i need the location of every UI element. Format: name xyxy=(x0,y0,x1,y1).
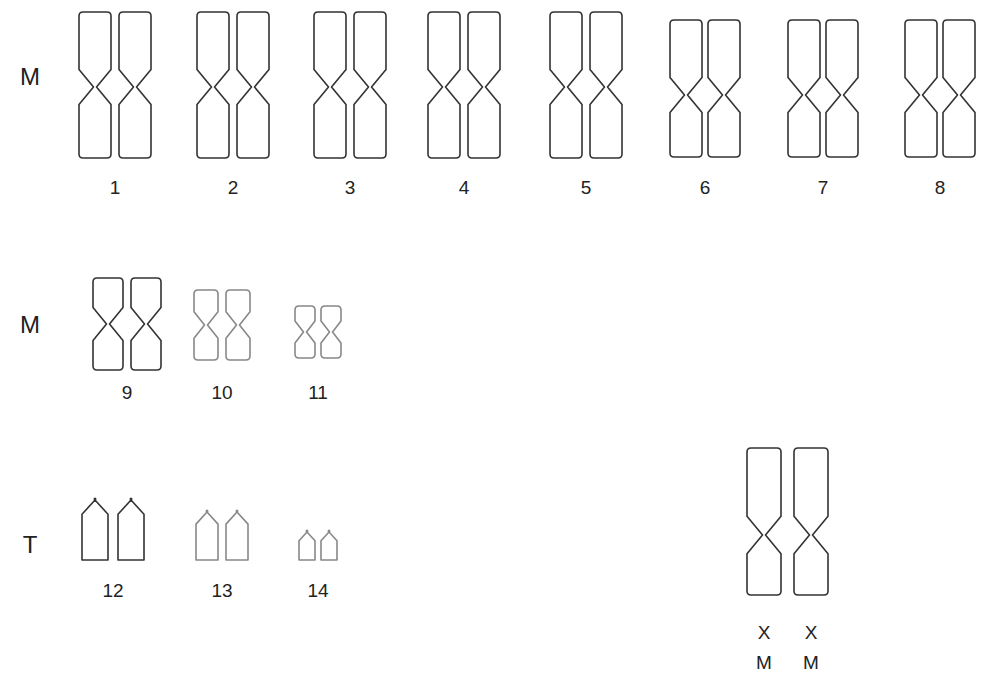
telocentric-chromosome xyxy=(299,532,315,560)
metacentric-chromosome xyxy=(794,448,828,595)
metacentric-chromosome xyxy=(905,20,937,157)
chromosome-number: X xyxy=(758,623,771,642)
telocentric-chromosome xyxy=(321,532,337,560)
chromosome-number: 9 xyxy=(122,383,133,402)
metacentric-chromosome xyxy=(428,12,460,158)
metacentric-chromosome xyxy=(354,12,386,158)
metacentric-chromosome xyxy=(119,12,151,158)
metacentric-chromosome xyxy=(468,12,500,158)
chromosome-number: 8 xyxy=(935,178,946,197)
metacentric-chromosome xyxy=(590,12,622,158)
metacentric-chromosome xyxy=(550,12,582,158)
metacentric-chromosome xyxy=(826,20,858,157)
metacentric-chromosome xyxy=(943,20,975,157)
telomere-dot xyxy=(306,530,309,533)
metacentric-chromosome xyxy=(295,306,315,358)
chromosome-number: 2 xyxy=(228,178,239,197)
row-label: M xyxy=(756,653,772,672)
chromosome-number: 12 xyxy=(102,581,123,600)
chromosome-number: 5 xyxy=(581,178,592,197)
telocentric-chromosome xyxy=(82,500,108,560)
chromosome-number: 13 xyxy=(211,581,232,600)
row-label: M xyxy=(20,313,40,337)
telocentric-chromosome xyxy=(226,512,248,560)
chromosome-number: 7 xyxy=(818,178,829,197)
chromosome-number: 3 xyxy=(345,178,356,197)
row-label: T xyxy=(23,533,38,557)
metacentric-chromosome xyxy=(321,306,341,358)
telocentric-chromosome xyxy=(118,500,144,560)
metacentric-chromosome xyxy=(747,448,781,595)
telomere-dot xyxy=(206,510,209,513)
metacentric-chromosome xyxy=(79,12,111,158)
metacentric-chromosome xyxy=(670,20,702,157)
chromosome-number: X xyxy=(805,623,818,642)
telomere-dot xyxy=(130,498,133,501)
telomere-dot xyxy=(328,530,331,533)
metacentric-chromosome xyxy=(237,12,269,158)
chromosome-number: 14 xyxy=(307,581,328,600)
metacentric-chromosome xyxy=(131,278,161,370)
chromosome-number: 11 xyxy=(308,383,328,402)
metacentric-chromosome xyxy=(197,12,229,158)
metacentric-chromosome xyxy=(194,290,218,360)
metacentric-chromosome xyxy=(314,12,346,158)
telocentric-chromosome xyxy=(196,512,218,560)
metacentric-chromosome xyxy=(93,278,123,370)
chromosome-number: 6 xyxy=(700,178,711,197)
telomere-dot xyxy=(236,510,239,513)
metacentric-chromosome xyxy=(708,20,740,157)
metacentric-chromosome xyxy=(788,20,820,157)
chromosome-number: 10 xyxy=(211,383,232,402)
row-label: M xyxy=(20,65,40,89)
chromosome-number: 1 xyxy=(110,178,121,197)
row-label: M xyxy=(803,653,819,672)
telomere-dot xyxy=(94,498,97,501)
chromosome-number: 4 xyxy=(459,178,470,197)
metacentric-chromosome xyxy=(226,290,250,360)
